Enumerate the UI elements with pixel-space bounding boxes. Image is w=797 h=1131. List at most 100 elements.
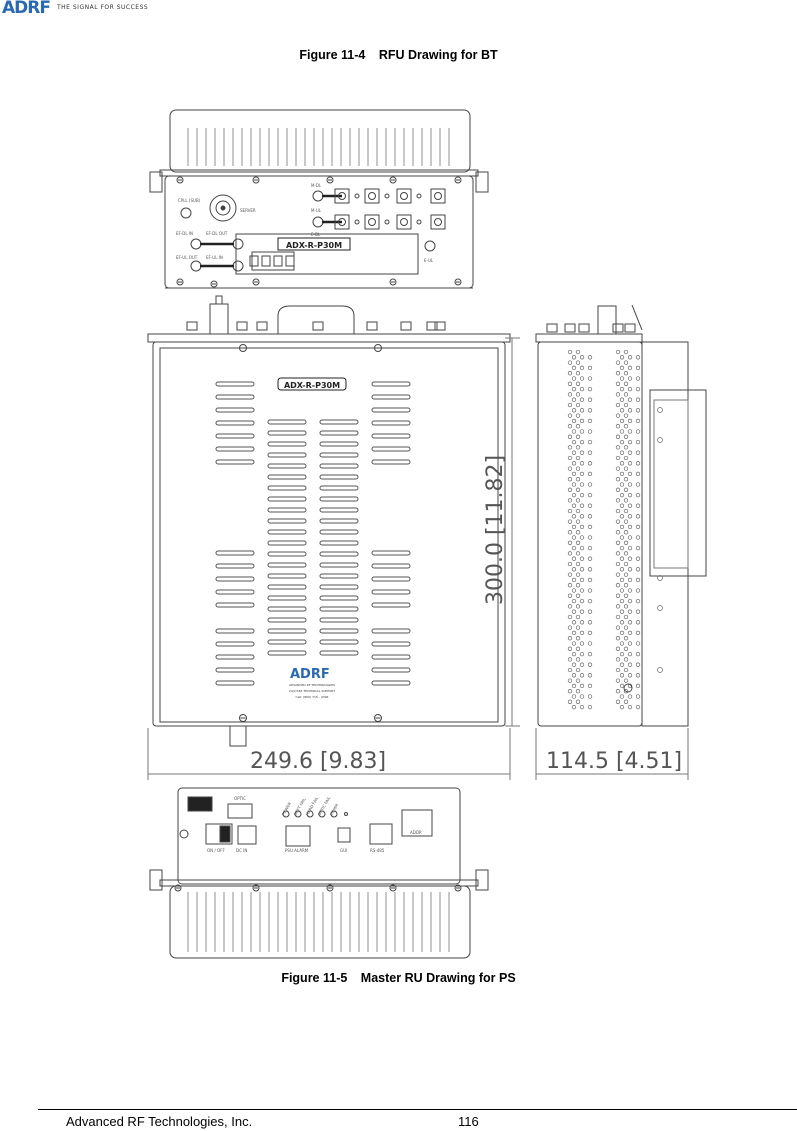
vent-hole xyxy=(571,630,577,636)
vent-slot xyxy=(267,595,307,601)
vent-hole xyxy=(619,651,625,657)
technical-drawing: ADX-R-P30M CPLL (SUB) SERVER EF-DL IN EF… xyxy=(147,109,707,959)
screw xyxy=(176,176,184,184)
vent-hole xyxy=(571,471,577,477)
vent-hole xyxy=(579,355,585,360)
vent-hole xyxy=(623,530,629,535)
vent-hole xyxy=(619,439,625,445)
vent-hole xyxy=(575,381,581,386)
label-ef-ul-in: EF-UL IN xyxy=(206,255,223,260)
figure-caption-11-5: Figure 11-5 Master RU Drawing for PS xyxy=(0,971,797,985)
vent-slot xyxy=(371,420,411,426)
vent-slot xyxy=(267,551,307,557)
sub-port xyxy=(285,255,295,267)
sub-port xyxy=(273,255,283,267)
vent-slot xyxy=(215,381,255,387)
vent-hole xyxy=(587,386,593,392)
vent-hole xyxy=(635,461,641,466)
vent-hole xyxy=(615,466,621,471)
vent-hole xyxy=(575,540,581,545)
vent-hole xyxy=(635,503,641,508)
vent-hole xyxy=(635,641,641,646)
port xyxy=(312,190,324,202)
vent-hole xyxy=(575,646,581,651)
port-square xyxy=(396,188,412,204)
vent-hole xyxy=(579,482,585,487)
vent-hole xyxy=(571,355,577,360)
label-server: SERVER xyxy=(240,208,256,213)
connector xyxy=(400,321,412,331)
vent-hole xyxy=(567,689,573,694)
vent-hole xyxy=(615,413,621,418)
port xyxy=(400,192,408,200)
port-square xyxy=(396,214,412,230)
vent-hole xyxy=(615,402,621,408)
vent-hole xyxy=(587,577,593,583)
vent-hole xyxy=(635,386,641,392)
screw xyxy=(210,280,218,288)
vent-hole xyxy=(627,376,633,381)
figure-title: RFU Drawing for BT xyxy=(378,48,498,62)
vent-hole xyxy=(635,535,641,540)
vent-hole xyxy=(575,583,581,588)
mount-hole xyxy=(657,667,663,673)
vent-slot xyxy=(371,394,411,400)
vent-hole xyxy=(623,657,629,662)
vent-slot xyxy=(371,667,411,673)
vent-hole xyxy=(571,620,577,625)
vent-hole xyxy=(579,386,585,392)
vent-hole xyxy=(571,429,577,434)
vent-slot xyxy=(319,573,359,579)
vent-hole xyxy=(587,450,593,455)
vent-slot xyxy=(267,452,307,458)
vent-hole xyxy=(567,561,573,567)
vent-hole xyxy=(567,392,573,397)
vent-hole xyxy=(571,450,577,455)
vent-slot xyxy=(319,463,359,469)
vent-hole xyxy=(623,551,629,556)
vent-slot xyxy=(215,433,255,439)
vent-hole xyxy=(619,503,625,508)
vent-slot xyxy=(319,551,359,557)
vent-hole xyxy=(615,455,621,461)
port xyxy=(434,192,442,200)
vent-hole xyxy=(615,657,621,662)
vent-hole xyxy=(571,567,577,572)
vent-hole xyxy=(635,408,641,413)
badge-line1: ADVANCED RF TECHNOLOGIES xyxy=(289,683,335,687)
vent-slot xyxy=(215,589,255,595)
vent-hole xyxy=(615,392,621,397)
vent-hole xyxy=(615,604,621,609)
vent-hole xyxy=(615,551,621,556)
vent-hole xyxy=(619,641,625,646)
port xyxy=(338,192,346,200)
vent-slot xyxy=(215,563,255,569)
vent-slot xyxy=(319,419,359,425)
vent-hole xyxy=(571,651,577,657)
vent-hole xyxy=(623,583,629,588)
front-view: ADX-R-P30M ADRF ADVANCED RF TECHNOLOGIES… xyxy=(147,295,520,780)
vent-hole xyxy=(571,461,577,466)
vent-hole xyxy=(579,365,585,371)
vent-hole xyxy=(571,376,577,381)
vent-hole xyxy=(587,503,593,508)
vent-hole xyxy=(619,386,625,392)
vent-hole xyxy=(579,630,585,636)
vent-hole xyxy=(579,450,585,455)
vent-slot xyxy=(215,550,255,556)
connector xyxy=(624,323,636,333)
vent-hole xyxy=(619,704,625,710)
vent-hole xyxy=(567,402,573,408)
led xyxy=(294,810,302,818)
vent-hole xyxy=(627,609,633,614)
vent-hole xyxy=(623,349,629,355)
vent-slot xyxy=(319,507,359,513)
sub-port xyxy=(249,255,259,267)
vent-hole xyxy=(623,434,629,439)
vent-slot xyxy=(267,485,307,491)
vent-slot xyxy=(319,474,359,480)
vent-hole xyxy=(567,678,573,683)
vent-hole xyxy=(635,704,641,710)
vent-slot xyxy=(319,452,359,458)
screw xyxy=(326,884,334,892)
